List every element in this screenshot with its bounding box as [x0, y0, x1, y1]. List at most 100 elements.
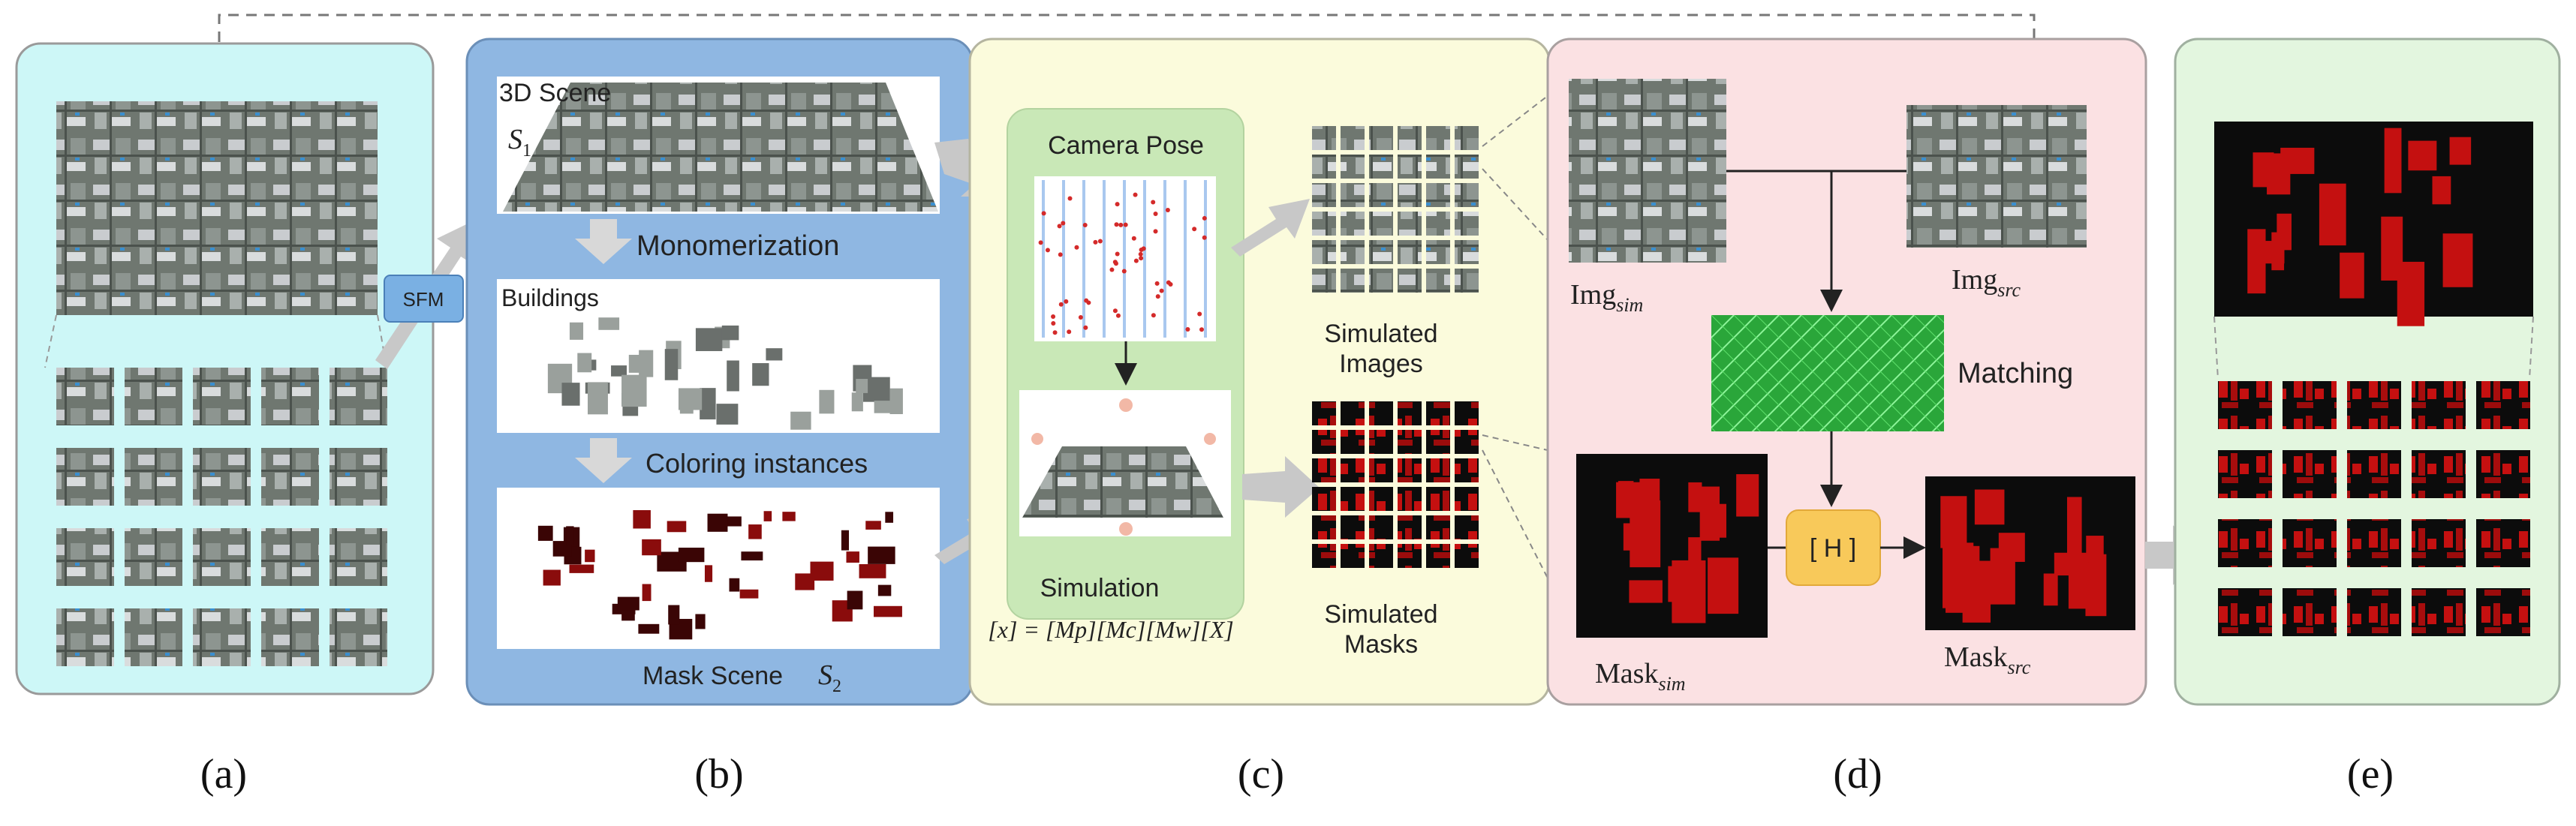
final-mask-building	[2384, 128, 2402, 194]
simulated-image-tile	[1312, 269, 1336, 293]
final-mask-thumbnail	[2283, 381, 2337, 429]
mask-scene-symbol: S2	[818, 659, 841, 696]
final-mask-building	[2247, 229, 2266, 294]
pose-point	[1115, 202, 1120, 207]
final-mask-building	[2397, 261, 2425, 326]
simulated-mask-tile	[1341, 401, 1365, 425]
simulated-image-tile	[1312, 155, 1336, 179]
final-mask-thumbnail	[2476, 450, 2530, 498]
pose-point	[1084, 298, 1089, 303]
simulated-image-tile	[1398, 126, 1422, 150]
building-block	[874, 401, 892, 413]
simulated-image-tile	[1398, 240, 1422, 264]
building-block	[700, 388, 716, 420]
simulated-image-tile	[1369, 240, 1393, 264]
pose-point	[1064, 299, 1069, 304]
pose-point	[1045, 248, 1050, 253]
simulated-mask-tile	[1398, 458, 1422, 482]
pose-point	[1093, 239, 1098, 245]
aerial-thumbnail	[193, 448, 251, 506]
pose-point	[1133, 192, 1138, 197]
aerial-thumbnail	[330, 368, 387, 425]
aerial-thumbnail	[193, 608, 251, 666]
simulated-mask-tile	[1312, 458, 1336, 482]
simulated-image-tile	[1369, 212, 1393, 236]
simulated-image-tile	[1426, 183, 1450, 207]
mask-instance	[678, 547, 705, 563]
camera-marker	[1119, 398, 1133, 412]
aerial-thumbnail	[330, 528, 387, 586]
scene1-city-mesh	[503, 83, 938, 212]
pose-point	[1061, 221, 1066, 226]
building-block	[664, 349, 679, 380]
mask-instance	[585, 549, 595, 563]
scene1-label: 3D Scene	[499, 79, 611, 107]
pose-point	[1185, 326, 1190, 332]
pose-point	[1154, 281, 1160, 286]
simulation-city	[1022, 446, 1223, 518]
final-mask-thumbnail	[2347, 381, 2401, 429]
mask-instance	[782, 512, 796, 521]
simulated-mask-tile	[1369, 458, 1393, 482]
aerial-thumbnail	[125, 528, 182, 586]
pose-point	[1097, 239, 1103, 244]
simulated-image-tile	[1455, 240, 1479, 264]
simulated-image-tile	[1455, 183, 1479, 207]
final-mask-thumbnail	[2218, 381, 2272, 429]
pose-point	[1109, 267, 1115, 272]
final-mask-thumbnail	[2283, 450, 2337, 498]
panel-c: Camera Pose Simulation [x] = [Mp][Mc][Mw…	[968, 38, 1551, 706]
mask-instance	[859, 563, 886, 578]
simulated-mask-tile	[1369, 515, 1393, 539]
final-mask-building	[2267, 153, 2291, 195]
simulated-image-tile	[1455, 269, 1479, 293]
pose-point	[1155, 294, 1160, 299]
simulated-image-tile	[1398, 269, 1422, 293]
arrow-to-sim-masks	[1242, 456, 1320, 518]
mask-sim-building	[1618, 481, 1634, 512]
mask-src-label: Masksrc	[1944, 641, 2031, 678]
pose-point	[1165, 208, 1170, 213]
mask-sim-building	[1639, 479, 1660, 513]
panel-b: 3D Scene S1 Monomerization Buildings Col…	[465, 38, 974, 706]
simulated-mask-tile	[1341, 487, 1365, 511]
projection-equation: [x] = [Mp][Mc][Mw][X]	[988, 616, 1233, 643]
final-mask-thumbnail	[2412, 450, 2466, 498]
building-block	[639, 350, 654, 377]
scene1-symbol: S1	[508, 124, 531, 161]
mask-sim-building	[1688, 537, 1702, 596]
simulated-masks-grid	[1312, 401, 1479, 568]
panel-e	[2174, 38, 2561, 706]
simulated-image-tile	[1426, 212, 1450, 236]
building-block	[569, 322, 584, 340]
mask-instance	[668, 605, 680, 625]
pose-point	[1038, 240, 1043, 245]
building-block	[856, 379, 868, 393]
buildings-label: Buildings	[501, 284, 599, 311]
simulated-masks-label-1: Simulated	[1324, 600, 1437, 629]
pose-point	[1121, 269, 1127, 274]
simulated-image-tile	[1426, 240, 1450, 264]
simulated-mask-tile	[1369, 401, 1393, 425]
final-mask-thumbnail-grid	[2218, 381, 2530, 636]
mask-instance	[638, 623, 660, 634]
pose-point	[1114, 222, 1119, 227]
building-block	[727, 360, 739, 392]
simulated-image-tile	[1341, 240, 1365, 264]
simulated-mask-tile	[1312, 515, 1336, 539]
simulated-image-tile	[1341, 126, 1365, 150]
mask-instance	[707, 513, 728, 532]
mask-instance	[704, 565, 713, 582]
mask-sim-building	[1688, 482, 1702, 512]
pose-point	[1123, 222, 1128, 227]
simulated-image-tile	[1398, 212, 1422, 236]
final-mask-thumbnail	[2347, 519, 2401, 567]
sfm-label: SFM	[403, 288, 444, 311]
final-mask-building	[2432, 176, 2451, 205]
aerial-thumbnail	[56, 608, 114, 666]
mask-instance	[617, 596, 639, 611]
matching-visual	[1711, 315, 1944, 431]
aerial-thumbnail	[56, 368, 114, 425]
sfm-step: SFM	[375, 218, 480, 369]
simulated-mask-tile	[1341, 430, 1365, 454]
